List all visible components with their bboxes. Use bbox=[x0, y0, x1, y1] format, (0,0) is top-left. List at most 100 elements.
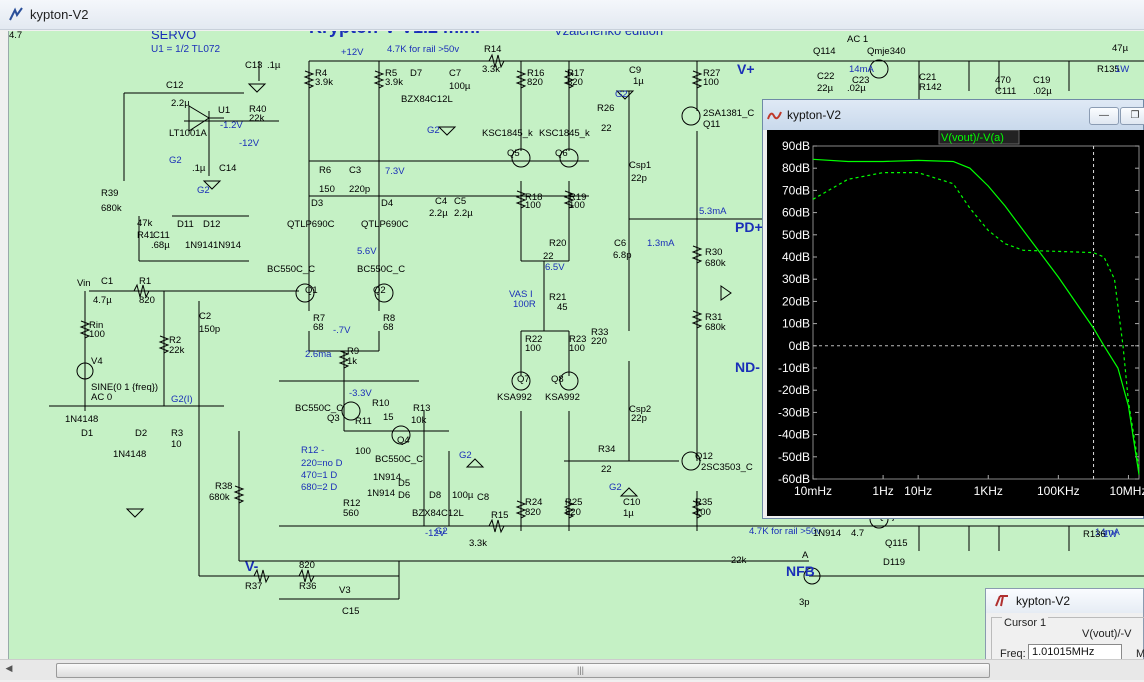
schematic-label: 100µ bbox=[452, 491, 473, 501]
schematic-label: V+ bbox=[737, 64, 755, 74]
restore-button[interactable]: ❐ bbox=[1120, 107, 1144, 125]
bode-plot: V(vout)/-V(a)90dB80dB70dB60dB50dB40dB30d… bbox=[767, 130, 1144, 516]
waveform-title-bar: kypton-V2 — ❐ bbox=[763, 100, 1143, 130]
schematic-label: 47µ bbox=[1112, 44, 1128, 54]
schematic-label: AC 0 bbox=[91, 393, 112, 403]
schematic-label: 4.7 bbox=[851, 529, 864, 539]
minimize-button[interactable]: — bbox=[1089, 107, 1119, 125]
schematic-label: 68 bbox=[383, 323, 394, 333]
x-tick-label: 10MHz bbox=[1109, 484, 1144, 498]
schematic-label: -.7V bbox=[333, 326, 350, 336]
schematic-label: .1µ bbox=[267, 61, 280, 71]
schematic-label: V4 bbox=[91, 357, 103, 367]
schematic-label: 5.3mA bbox=[699, 207, 726, 217]
schematic-label: Q12 bbox=[695, 452, 713, 462]
schematic-label: G2 bbox=[609, 483, 622, 493]
schematic-label: R142 bbox=[919, 83, 942, 93]
schematic-heading: U1 = 1/2 TL072 bbox=[151, 44, 220, 55]
schematic-label: 2SA1381_C bbox=[703, 109, 754, 119]
schematic-label: Q6 bbox=[555, 149, 568, 159]
schematic-label: D3 bbox=[311, 199, 323, 209]
schematic-label: 680k bbox=[705, 323, 726, 333]
schematic-label: 1N914 bbox=[185, 241, 213, 251]
cursor-title-bar: kypton-V2 bbox=[986, 589, 1143, 613]
schematic-label: 3p bbox=[799, 598, 810, 608]
schematic-label: 22p bbox=[631, 174, 647, 184]
schematic-label: C1 bbox=[101, 277, 113, 287]
schematic-label: C8 bbox=[477, 493, 489, 503]
schematic-label: 2SC3503_C bbox=[701, 463, 753, 473]
schematic-label: 4.7K for rail >50v bbox=[387, 45, 459, 55]
schematic-label: 4.7µ bbox=[93, 296, 112, 306]
schematic-label: 820 bbox=[525, 508, 541, 518]
schematic-label: G2 bbox=[615, 90, 628, 100]
ltspice-icon bbox=[8, 6, 24, 22]
scroll-left-icon[interactable]: ◀ bbox=[2, 663, 16, 676]
y-tick-label: 90dB bbox=[782, 139, 810, 153]
schematic-label: -12V bbox=[239, 139, 259, 149]
schematic-label: C19 bbox=[1033, 76, 1050, 86]
schematic-label: BZX84C12L bbox=[412, 509, 464, 519]
schematic-heading: Vzalchenko edition bbox=[554, 31, 663, 38]
schematic-label: .02µ bbox=[847, 84, 866, 94]
schematic-label: 22k bbox=[169, 346, 184, 356]
schematic-label: .1µ bbox=[192, 164, 205, 174]
schematic-label: 100 bbox=[525, 201, 541, 211]
schematic-label: V3 bbox=[339, 586, 351, 596]
schematic-label: 100 bbox=[703, 78, 719, 88]
y-tick-label: -30dB bbox=[778, 405, 810, 419]
schematic-label: 100R bbox=[513, 300, 536, 310]
schematic-label: 820 bbox=[565, 508, 581, 518]
magnitude-trace bbox=[813, 159, 1139, 474]
schematic-label: R11 bbox=[355, 417, 372, 427]
y-tick-label: 30dB bbox=[782, 272, 810, 286]
schematic-label: 15 bbox=[383, 413, 394, 423]
schematic-label: 1N914 bbox=[213, 241, 241, 251]
schematic-label: 680=2 D bbox=[301, 483, 337, 493]
schematic-label: 1W bbox=[1115, 65, 1129, 75]
schematic-label: BC550C_C bbox=[375, 455, 423, 465]
schematic-label: R38 bbox=[215, 482, 232, 492]
x-tick-label: 1KHz bbox=[974, 484, 1003, 498]
y-tick-label: 40dB bbox=[782, 250, 810, 264]
schematic-heading: Krypton-V V1.2 mini bbox=[309, 31, 480, 38]
phase-trace bbox=[813, 173, 1139, 468]
schematic-label: 100 bbox=[695, 508, 711, 518]
schematic-label: 1µ bbox=[623, 509, 634, 519]
y-tick-label: 10dB bbox=[782, 317, 810, 331]
schematic-label: 10k bbox=[411, 416, 426, 426]
schematic-label: 6.5V bbox=[545, 263, 565, 273]
schematic-label: R34 bbox=[598, 445, 615, 455]
y-tick-label: -50dB bbox=[778, 450, 810, 464]
schematic-label: KSC1845_k bbox=[539, 129, 590, 139]
schematic-label: NFB bbox=[786, 566, 815, 576]
schematic-label: C15 bbox=[342, 607, 359, 617]
schematic-label: 150p bbox=[199, 325, 220, 335]
schematic-label: Q8 bbox=[551, 375, 564, 385]
schematic-label: C4 bbox=[435, 197, 447, 207]
schematic-label: C10 bbox=[623, 498, 640, 508]
schematic-label: 100µ bbox=[449, 82, 470, 92]
grip-icon: ||| bbox=[577, 665, 584, 675]
schematic-label: R36 bbox=[299, 582, 316, 592]
schematic-label: 45 bbox=[557, 303, 568, 313]
y-tick-label: 80dB bbox=[782, 161, 810, 175]
schematic-label: Qmje340 bbox=[867, 47, 906, 57]
schematic-label: R30 bbox=[705, 248, 722, 258]
schematic-label: 1k bbox=[347, 357, 357, 367]
schematic-label: C5 bbox=[454, 197, 466, 207]
schematic-label: Q5 bbox=[507, 149, 520, 159]
scroll-thumb[interactable]: ||| bbox=[56, 663, 990, 678]
schematic-label: LT1001A bbox=[169, 129, 207, 139]
schematic-label: 1N4148 bbox=[65, 415, 98, 425]
horizontal-scrollbar[interactable]: ◀ ||| bbox=[0, 659, 1144, 680]
schematic-label: KSA992 bbox=[545, 393, 580, 403]
y-tick-label: 50dB bbox=[782, 228, 810, 242]
schematic-label: 22p bbox=[631, 414, 647, 424]
schematic-label: D1 bbox=[81, 429, 93, 439]
schematic-label: V- bbox=[245, 561, 258, 571]
x-tick-label: 10Hz bbox=[904, 484, 932, 498]
y-tick-label: 0dB bbox=[789, 339, 810, 353]
